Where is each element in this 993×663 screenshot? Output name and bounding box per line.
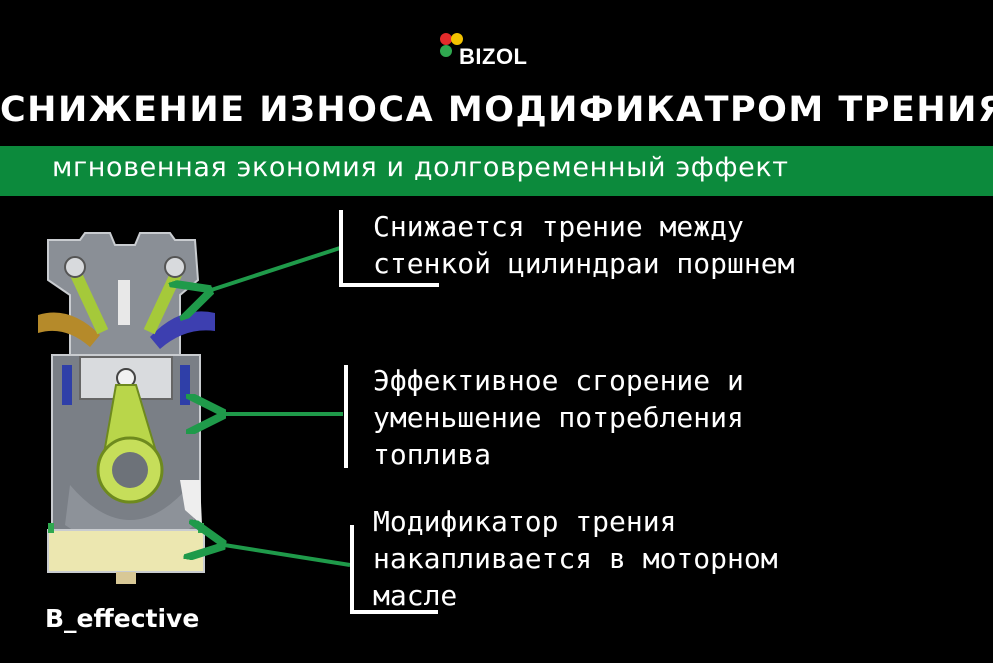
product-name: B_effective bbox=[45, 604, 200, 633]
point-2-line-1: Эффективное сгорение и bbox=[373, 364, 744, 397]
point-2-text: Эффективное сгорение и уменьшение потреб… bbox=[373, 362, 744, 473]
logo-dot-yellow bbox=[451, 33, 463, 45]
bizol-logo bbox=[440, 33, 463, 57]
point-2-line-3: топлива bbox=[373, 438, 492, 471]
point-3-text: Модификатор трения накапливается в мотор… bbox=[373, 503, 778, 614]
logo-dot-green bbox=[440, 45, 452, 57]
subtitle: мгновенная экономия и долговременный эфф… bbox=[52, 152, 789, 183]
logo-dot-red bbox=[440, 33, 452, 45]
point-3-line-2: накапливается в моторном bbox=[373, 542, 778, 575]
point-1-line-1: Снижается трение между bbox=[373, 210, 744, 243]
point-1-text: Снижается трение между стенкой цилиндраи… bbox=[373, 208, 794, 282]
engine-cross-section-illustration bbox=[38, 232, 215, 584]
page-title: СНИЖЕНИЕ ИЗНОСА МОДИФИКАТРОМ ТРЕНИЯ bbox=[0, 90, 993, 130]
point-1-line-2: стенкой цилиндраи поршнем bbox=[373, 247, 795, 280]
arrow-1 bbox=[205, 246, 341, 292]
point-3-line-3: масле bbox=[373, 579, 458, 612]
point-2-line-2: уменьшение потребления bbox=[373, 401, 744, 434]
point-3-line-1: Модификатор трения bbox=[373, 505, 677, 538]
subtitle-bar: мгновенная экономия и долговременный эфф… bbox=[0, 146, 993, 196]
logo-text: BIZOL bbox=[459, 44, 528, 69]
arrow-3 bbox=[218, 544, 351, 567]
